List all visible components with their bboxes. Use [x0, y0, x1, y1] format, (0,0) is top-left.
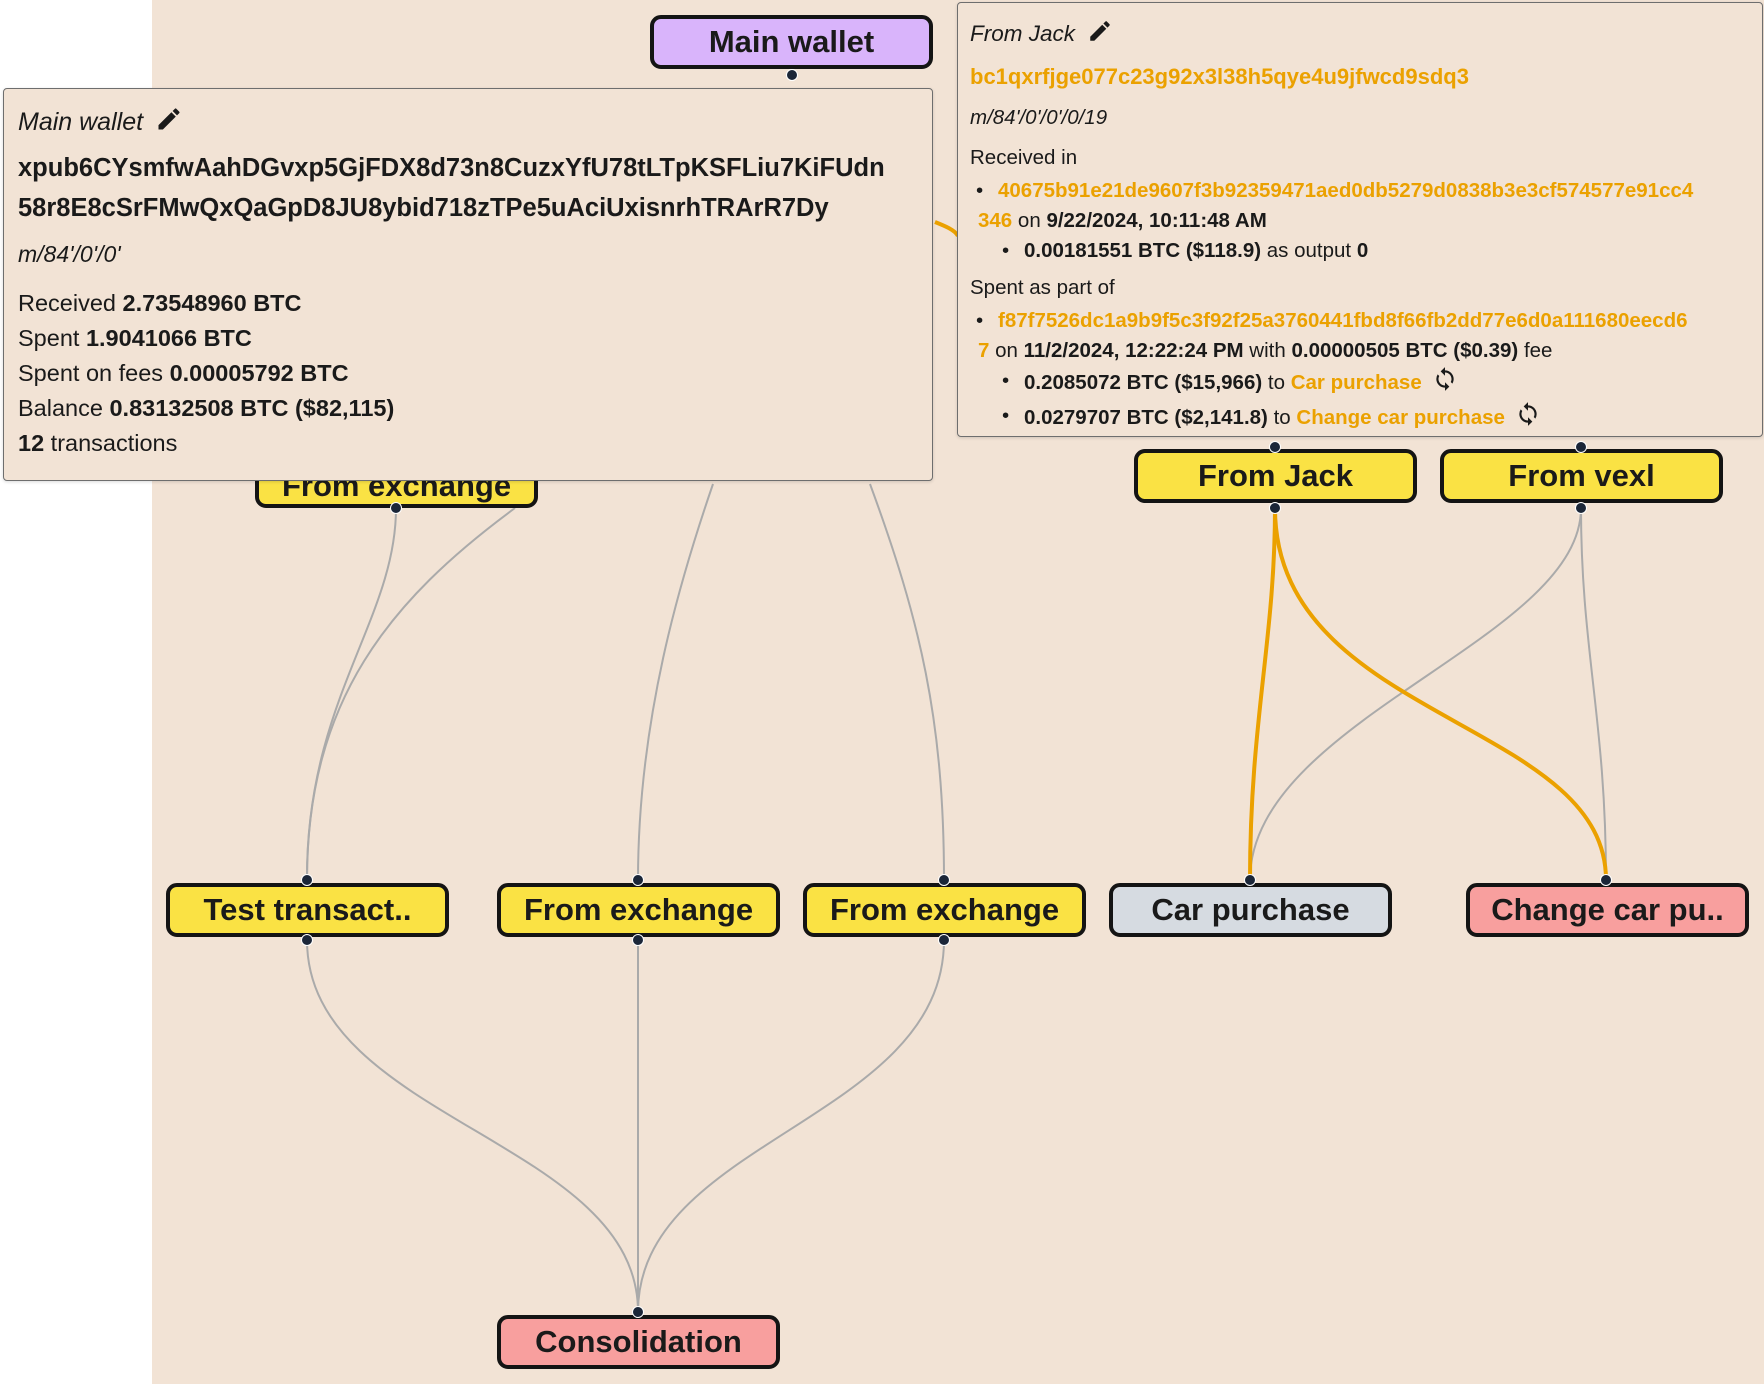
- received-tx-link[interactable]: 346: [978, 209, 1013, 232]
- node-port[interactable]: [1575, 502, 1587, 514]
- spent-output-item: 0.2085072 BTC ($15,966) to Car purchase: [1002, 366, 1750, 401]
- refresh-icon[interactable]: [1432, 366, 1458, 401]
- pencil-icon[interactable]: [1087, 18, 1113, 50]
- node-from-exchange-2[interactable]: From exchange: [803, 883, 1086, 937]
- wallet-title: Main wallet: [18, 107, 144, 136]
- balance-row: Balance 0.83132508 BTC ($82,115): [18, 395, 395, 421]
- node-port[interactable]: [301, 874, 313, 886]
- edge: [1249, 507, 1582, 881]
- node-from-jack[interactable]: From Jack: [1134, 449, 1417, 503]
- spent-entry: f87f7526dc1a9b9f5c3f92f25a3760441fbd8f66…: [970, 306, 1750, 436]
- edge: [869, 483, 945, 881]
- xpub-line: 58r8E8cSrFMwQxQaGpD8JU8ybid718zTPe5uAciU…: [18, 194, 829, 222]
- popup-title: From Jack: [970, 20, 1750, 48]
- xpub-value: xpub6CYsmfwAahDGvxp5GjFDX8d73n8CuzxYfU78…: [18, 148, 918, 228]
- node-port[interactable]: [938, 874, 950, 886]
- node-port[interactable]: [1269, 441, 1281, 453]
- edge: [306, 507, 516, 881]
- node-port[interactable]: [1600, 874, 1612, 886]
- address-info-popup: From Jack bc1qxrfjge077c23g92x3l38h5qye4…: [957, 2, 1763, 437]
- node-port[interactable]: [938, 934, 950, 946]
- fees-row: Spent on fees 0.00005792 BTC: [18, 360, 349, 386]
- highlighted-edge: [1273, 507, 1608, 881]
- spent-tx-link[interactable]: 7: [978, 339, 990, 362]
- spent-output-item: 0.0279707 BTC ($2,141.8) to Change car p…: [1002, 401, 1750, 436]
- derivation-path: m/84'/0'/0': [18, 241, 121, 267]
- highlighted-edge: [934, 220, 960, 238]
- node-change-car-purchase[interactable]: Change car pu..: [1466, 883, 1749, 937]
- pencil-icon[interactable]: [155, 105, 183, 140]
- address-label: From Jack: [970, 21, 1076, 46]
- received-in-label: Received in: [970, 146, 1078, 169]
- edge: [1580, 507, 1607, 881]
- output-dest-link[interactable]: Car purchase: [1290, 370, 1422, 394]
- edge: [306, 939, 639, 1313]
- node-port[interactable]: [1244, 874, 1256, 886]
- node-from-vexl[interactable]: From vexl: [1440, 449, 1723, 503]
- refresh-icon[interactable]: [1515, 401, 1541, 436]
- spent-tx-item: f87f7526dc1a9b9f5c3f92f25a3760441fbd8f66…: [976, 306, 1750, 336]
- node-test-transact[interactable]: Test transact..: [166, 883, 449, 937]
- node-consolidation[interactable]: Consolidation: [497, 1315, 780, 1369]
- node-main-wallet[interactable]: Main wallet: [650, 15, 933, 69]
- node-from-exchange-1[interactable]: From exchange: [497, 883, 780, 937]
- address-link[interactable]: bc1qxrfjge077c23g92x3l38h5qye4u9jfwcd9sd…: [970, 64, 1469, 89]
- received-tx-item-cont: 346 on 9/22/2024, 10:11:48 AM: [978, 209, 1267, 232]
- wallet-info-popup: Main wallet xpub6CYsmfwAahDGvxp5GjFDX8d7…: [3, 88, 933, 481]
- edge: [637, 939, 945, 1313]
- highlighted-edge: [1248, 507, 1277, 881]
- xpub-line: xpub6CYsmfwAahDGvxp5GjFDX8d73n8CuzxYfU78…: [18, 154, 885, 182]
- spent-tx-link[interactable]: f87f7526dc1a9b9f5c3f92f25a3760441fbd8f66…: [998, 309, 1688, 332]
- edge: [305, 507, 397, 881]
- node-port[interactable]: [1575, 441, 1587, 453]
- node-port[interactable]: [632, 1306, 644, 1318]
- node-port[interactable]: [1269, 502, 1281, 514]
- node-port[interactable]: [632, 934, 644, 946]
- node-car-purchase[interactable]: Car purchase: [1109, 883, 1392, 937]
- spent-row: Spent 1.9041066 BTC: [18, 325, 252, 351]
- tx-count-row: 12 transactions: [18, 430, 178, 456]
- received-row: Received 2.73548960 BTC: [18, 290, 302, 316]
- address-path: m/84'/0'/0'/0/19: [970, 106, 1108, 129]
- node-port[interactable]: [786, 69, 798, 81]
- node-port[interactable]: [301, 934, 313, 946]
- received-tx-link[interactable]: 40675b91e21de9607f3b92359471aed0db5279d0…: [998, 179, 1694, 202]
- output-dest-link[interactable]: Change car purchase: [1296, 405, 1505, 429]
- received-output-item: 0.00181551 BTC ($118.9) as output 0: [1002, 236, 1750, 266]
- node-port[interactable]: [390, 502, 402, 514]
- spent-tx-item-cont: 7 on 11/2/2024, 12:22:24 PM with 0.00000…: [978, 339, 1553, 362]
- received-tx-item: 40675b91e21de9607f3b92359471aed0db5279d0…: [976, 176, 1750, 206]
- popup-title: Main wallet: [18, 107, 918, 137]
- wallet-stats: Received 2.73548960 BTC Spent 1.9041066 …: [18, 286, 918, 461]
- node-port[interactable]: [632, 874, 644, 886]
- edge: [637, 483, 714, 881]
- received-in-entry: 40675b91e21de9607f3b92359471aed0db5279d0…: [970, 176, 1750, 266]
- spent-as-part-label: Spent as part of: [970, 276, 1115, 299]
